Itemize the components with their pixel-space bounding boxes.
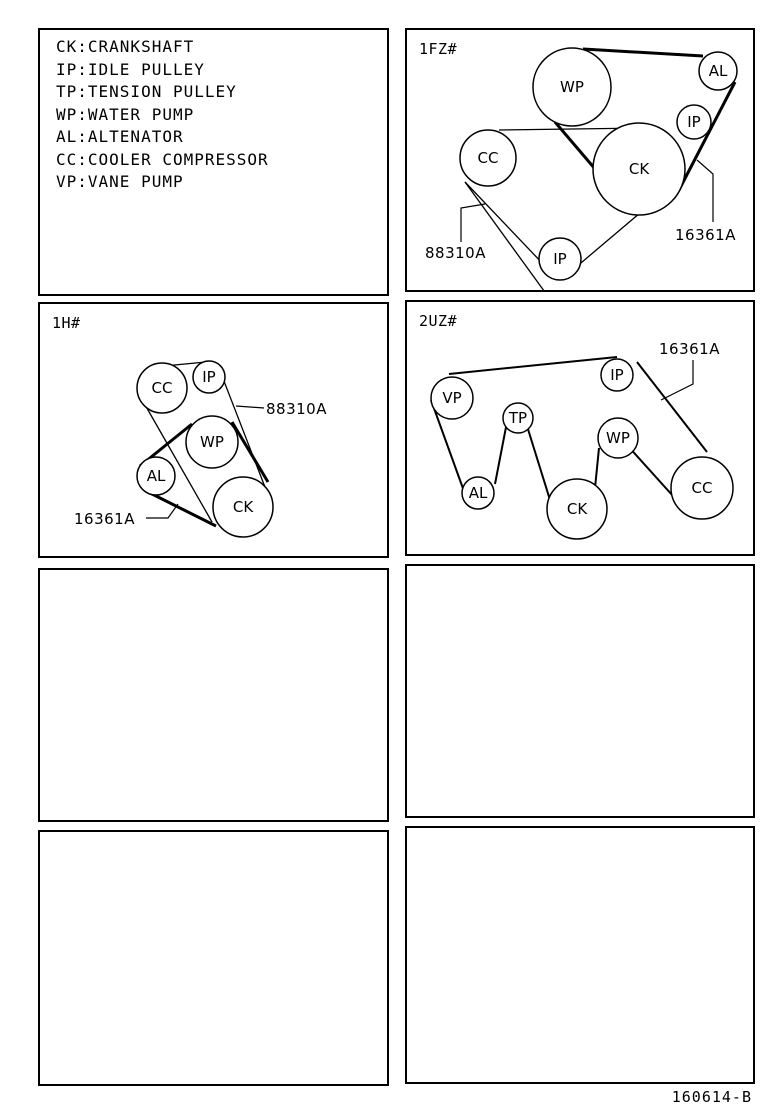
panel-2uz: 2UZ# VP IP TP WP AL CK CC 16361A [405,300,755,556]
figure-code: 160614-B [671,1088,752,1106]
belt-88310a [139,395,213,523]
pulley-label: CC [692,479,713,497]
belt-88310a [464,181,546,267]
pulley-ip [600,358,634,392]
panel-1h: 1H# CC IP WP AL CK 88310A 16361A [38,302,389,558]
belt-88310a [221,375,271,501]
pulley-ck [212,476,274,538]
legend-item: AL:ALTENATOR [56,127,184,146]
pulley-al [461,476,495,510]
panel-1fz: 1FZ# WP AL IP CC CK IP 16361A 88310A [405,28,755,292]
pulley-ip [538,237,582,281]
belt-16361a [230,421,270,483]
pulley-label: WP [606,429,630,447]
pulley-label: CK [233,498,254,516]
empty-panel [405,564,755,818]
pulley-cc [670,456,734,520]
leader-line [696,159,714,222]
leader-line [146,503,179,519]
pulley-cc [136,362,188,414]
pulley-vp [430,376,474,420]
belt-diagram-1fz: WP AL IP CC CK IP 16361A 88310A [425,47,738,290]
pulley-al [136,456,176,496]
empty-panel [38,830,389,1086]
belt-diagram-2uz: VP IP TP WP AL CK CC 16361A [430,340,734,540]
pulley-label: WP [560,78,584,96]
legend-panel: CK:CRANKSHAFT IP:IDLE PULLEY TP:TENSION … [38,28,389,296]
legend-item: IP:IDLE PULLEY [56,59,205,79]
part-number-16361a: 16361A [74,510,135,528]
pulley-ck [592,122,686,216]
pulley-ip [676,104,712,140]
belt-16361a [677,81,737,191]
pulley-label: IP [687,113,700,131]
pulley-label: IP [610,366,623,384]
pulley-label: TP [508,409,527,427]
belt-16361a [582,47,704,58]
legend-list: CK:CRANKSHAFT IP:IDLE PULLEY TP:TENSION … [56,36,269,194]
pulley-label: IP [202,368,215,386]
empty-panel [38,568,389,822]
panel-title: 1FZ# [419,40,458,58]
pulley-label: AL [709,62,728,80]
leader-line [460,203,486,242]
belt-diagram-1h: CC IP WP AL CK 88310A 16361A [74,360,327,538]
pulley-wp [185,415,239,469]
pulley-label: CK [567,500,588,518]
legend-item: WP:WATER PUMP [56,104,195,124]
legend-item: CC:COOLER COMPRESSOR [56,149,269,169]
pulley-label: AL [469,484,488,502]
pulley-al [698,51,738,91]
pulley-cc [459,129,517,187]
part-number-16361a: 16361A [659,340,720,358]
belt-88310a [464,181,545,290]
leader-line [660,360,694,401]
pulley-label: AL [147,467,166,485]
pulley-wp [532,47,612,127]
pulley-label: CC [152,379,173,397]
part-number-88310a: 88310A [425,244,486,262]
part-number-16361a: 16361A [675,226,736,244]
leader-line [235,405,265,409]
pulley-label: CK [629,160,650,178]
legend-item: TP:TENSION PULLEY [56,82,237,101]
pulley-tp [502,402,534,434]
pulley-label: VP [442,389,461,407]
legend-item: CK:CRANKSHAFT [56,37,195,56]
pulley-label: IP [553,250,566,268]
pulley-wp [597,417,639,459]
panel-title: 2UZ# [419,312,458,330]
pulley-ck [546,478,608,540]
pulley-label: WP [200,433,224,451]
pulley-ip [192,360,226,394]
legend-item: VP:VANE PUMP [56,172,184,191]
part-number-88310a: 88310A [266,400,327,418]
empty-panel [405,826,755,1084]
pulley-label: CC [478,149,499,167]
belt-16361a [147,490,217,528]
panel-title: 1H# [52,314,81,332]
